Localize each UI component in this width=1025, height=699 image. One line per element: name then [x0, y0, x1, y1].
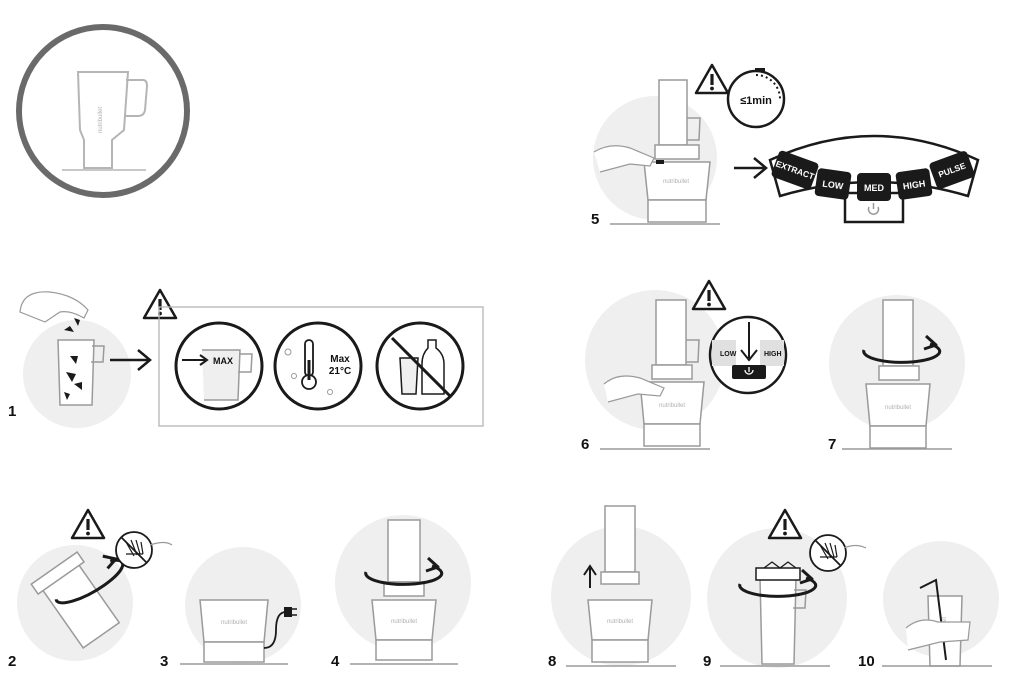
base-brand-text: nutribullet	[221, 620, 247, 626]
max-label: MAX	[213, 356, 233, 366]
step-5: nutribullet 5 ≤1min EXTRACT	[591, 63, 980, 228]
step-number: 10	[858, 653, 875, 670]
control-panel: EXTRACT LOW MED HIGH PULSE	[768, 134, 980, 224]
step-number: 2	[8, 653, 16, 670]
step-10: nutribullet 10	[858, 541, 999, 670]
cup-with-blade-icon	[755, 561, 807, 665]
timer-icon: ≤1min	[726, 68, 786, 129]
temperature-label-bottom: 21°C	[329, 366, 351, 377]
blender-brand-text: nutribullet	[663, 179, 689, 185]
step-number: 1	[8, 403, 16, 420]
no-carbonated-drinks-icon	[375, 321, 465, 411]
cup-brand-text: nutribullet	[98, 107, 104, 133]
step-8-bg	[551, 526, 691, 666]
max-fill-line-icon: MAX	[174, 321, 264, 411]
blender-brand-text: nutribullet	[659, 403, 685, 409]
hand-icon	[905, 619, 971, 651]
travel-cup-icon: nutribullet	[62, 71, 149, 171]
step-4: nutribullet 4	[331, 515, 471, 670]
button-med: MED	[857, 173, 891, 201]
no-hand-icon	[115, 531, 153, 569]
ingredients-icon	[64, 318, 82, 400]
lifted-cup-icon	[600, 505, 640, 585]
step-7: nutribullet 7	[828, 295, 965, 453]
step-number: 6	[581, 436, 589, 453]
panel-label-high: HIGH	[764, 351, 782, 358]
blender-icon: nutribullet	[643, 79, 711, 223]
max-temperature-icon: Max 21°C	[273, 321, 363, 411]
button-extract: EXTRACT	[771, 150, 819, 190]
motor-base-icon: nutribullet	[587, 599, 653, 663]
blender-assembled-icon: nutribullet	[371, 519, 437, 661]
step-1: 1 MAX Max 21°C	[8, 288, 484, 428]
step-number: 7	[828, 436, 836, 453]
power-button-closeup: LOW HIGH	[708, 315, 788, 395]
step-2: 2	[8, 508, 173, 670]
button-label: LOW	[822, 179, 845, 192]
step-8: nutribullet 8	[548, 505, 691, 670]
button-low: LOW	[814, 168, 852, 200]
step-number: 9	[703, 653, 711, 670]
step-number: 4	[331, 653, 340, 670]
hand-icon	[603, 375, 665, 403]
base-brand-text: nutribullet	[607, 619, 633, 625]
timer-label: ≤1min	[740, 95, 772, 107]
cup-icon	[57, 339, 95, 406]
button-pulse: PULSE	[929, 151, 975, 189]
temperature-label-top: Max	[330, 354, 350, 365]
step-number: 5	[591, 211, 599, 228]
step-number: 3	[160, 653, 168, 670]
inverted-cup-icon	[30, 551, 121, 649]
arrow-up-icon	[583, 564, 597, 588]
step-9: 9	[703, 508, 867, 670]
hand-icon	[593, 145, 655, 173]
power-icon	[867, 203, 880, 215]
step-number: 8	[548, 653, 556, 670]
power-plug-icon	[263, 607, 297, 649]
warning-icon	[767, 508, 803, 540]
button-label: HIGH	[902, 178, 926, 191]
motor-base-icon: nutribullet	[199, 599, 269, 663]
blender-icon: nutribullet	[865, 299, 931, 449]
warning-icon	[691, 279, 727, 311]
arrow-right-icon	[110, 349, 152, 371]
warning-icon	[694, 63, 730, 95]
blender-brand-text: nutribullet	[885, 405, 911, 411]
step-3: nutribullet 3	[160, 547, 301, 670]
arrow-right-icon	[734, 157, 768, 179]
panel-label-low: LOW	[720, 351, 737, 358]
hand-icon	[19, 291, 89, 323]
warning-icon	[70, 508, 106, 540]
no-hand-icon	[809, 534, 847, 572]
power-icon	[744, 367, 754, 375]
step-6: nutribullet 6 LOW HIGH	[581, 279, 788, 453]
intro-cup-illustration: nutribullet	[16, 24, 190, 198]
blender-brand-text: nutribullet	[391, 619, 417, 625]
button-label: MED	[864, 183, 885, 193]
warning-icon	[142, 288, 178, 320]
fill-rules-box	[158, 306, 484, 427]
button-high: HIGH	[895, 168, 933, 200]
